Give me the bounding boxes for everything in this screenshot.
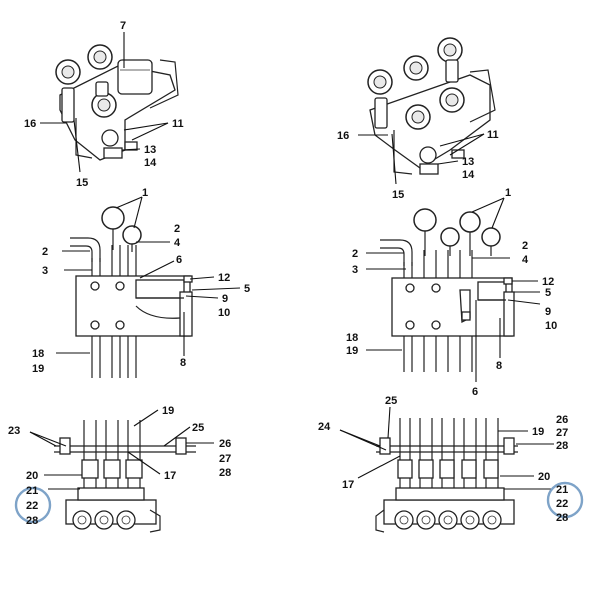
callout-label: 19 [532,426,544,438]
callout-label: 7 [120,20,126,32]
callout-label: 25 [192,422,204,434]
callout-label: 25 [385,395,397,407]
callout-label: 10 [218,307,230,319]
callout-label: 6 [176,254,182,266]
callout-label: 21 [556,484,568,496]
callout-label: 19 [32,363,44,375]
callout-label: 27 [219,453,231,465]
right-top-assembly [367,37,496,175]
callout-label: 28 [556,440,568,452]
callout-label: 6 [472,386,478,398]
callout-label: 9 [545,306,551,318]
callout-label: 28 [556,512,568,524]
callout-label: 2 [174,223,180,235]
callout-label: 12 [218,272,230,284]
callout-label: 26 [219,438,231,450]
callout-label: 18 [346,332,358,344]
callout-label: 3 [352,264,358,276]
callout-label: 1 [142,187,148,199]
callout-label: 9 [222,293,228,305]
right-bottom-assembly [375,418,518,533]
callout-label: 22 [556,498,568,510]
callout-label: 4 [522,254,529,266]
callout-label: 26 [556,414,568,426]
callout-label: 17 [164,470,176,482]
callout-label: 13 [462,156,474,168]
left-bottom-assembly [54,420,196,533]
callout-label: 15 [392,189,404,201]
callout-label: 18 [32,348,44,360]
callout-label: 16 [337,130,349,142]
callout-label: 2 [42,246,48,258]
callout-label: 20 [538,471,550,483]
callout-label: 1 [505,187,511,199]
callout-label: 27 [556,427,568,439]
callout-label: 10 [545,320,557,332]
callout-label: 20 [26,470,38,482]
callout-label: 15 [76,177,88,189]
callout-label: 17 [342,479,354,491]
callout-label: 12 [542,276,554,288]
callout-label: 14 [462,169,475,181]
left-middle-assembly [70,206,193,378]
highlight-circle-left [14,486,52,524]
callout-label: 28 [219,467,231,479]
callout-label: 5 [545,287,551,299]
callout-label: 11 [487,129,499,141]
callout-label: 28 [26,515,38,527]
callout-label: 11 [172,118,184,130]
leader-lines [29,32,554,490]
callout-label: 8 [180,357,186,369]
callout-label: 23 [8,425,20,437]
callout-label: 5 [244,283,250,295]
callout-label: 19 [346,345,358,357]
callout-label: 8 [496,360,502,372]
callout-label: 13 [144,144,156,156]
callout-label: 2 [352,248,358,260]
callout-label: 3 [42,265,48,277]
callout-label: 16 [24,118,36,130]
callout-label: 21 [26,485,38,497]
callout-label: 22 [26,500,38,512]
right-middle-assembly [380,208,515,372]
callout-label: 4 [174,237,181,249]
highlight-circle-right [546,481,584,519]
callout-label: 14 [144,157,157,169]
callout-label: 2 [522,240,528,252]
callout-label: 19 [162,405,174,417]
callout-label: 24 [318,421,331,433]
left-top-assembly [55,44,179,161]
